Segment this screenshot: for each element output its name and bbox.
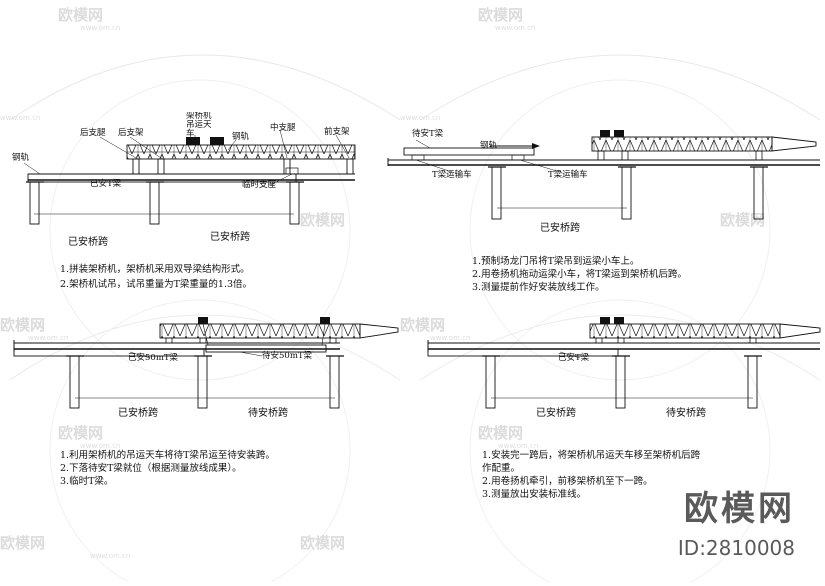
- note-line: 3.测量放出安装标准线。: [482, 488, 586, 500]
- label-span: 已安桥跨: [118, 406, 158, 419]
- label-installed-beam: 已安T梁: [558, 352, 590, 363]
- installed-beam: [427, 348, 619, 357]
- watermark-url: www.om.cn: [28, 334, 68, 342]
- note-line: 2.架桥机试吊，试吊重量为T梁重量的1.3倍。: [60, 278, 252, 290]
- panel-assemble-launcher: 钢轨 后支腿 后支架 架桥机吊运天车 钢轨 中支腿 前支架 已安T梁 临时支座 …: [12, 112, 356, 290]
- rear-frame: [157, 158, 165, 175]
- watermark-url: www.om.cn: [430, 334, 470, 342]
- note-line: 2.用卷扬机拖动运梁小车，将T梁运到架桥机后跨。: [472, 268, 687, 280]
- watermark-text: 欧模网: [478, 424, 523, 442]
- watermark-text: 欧模网: [400, 316, 445, 334]
- label-span: 已安桥跨: [210, 230, 250, 243]
- label-span: 已安桥跨: [536, 406, 576, 419]
- pending-beam: [205, 344, 327, 353]
- front-frame: [346, 158, 354, 175]
- watermark-url: www.om.cn: [80, 24, 120, 32]
- panel-transport-beam: 待安T梁 钢轨 T梁运输车 T梁运输车 已安桥跨 1.预制场龙门吊将T梁吊到运梁…: [387, 128, 820, 293]
- watermark-text: 欧模网: [58, 6, 103, 24]
- label-installed-beam: 已安T梁: [90, 178, 122, 189]
- label-rail: 钢轨: [12, 152, 30, 163]
- trolley: [186, 137, 200, 145]
- transport-car: [411, 154, 425, 161]
- label-mid-leg: 中支腿: [270, 122, 296, 133]
- note-line: 3.临时T梁。: [60, 475, 113, 487]
- watermark-text: 欧模网: [0, 534, 45, 552]
- brand-id: ID:2810008: [677, 536, 795, 560]
- launcher-truss: [589, 323, 781, 339]
- trolley: [210, 137, 224, 145]
- label-transport-car: T梁运输车: [548, 169, 588, 180]
- pending-beam: [403, 147, 535, 156]
- label-front-frame: 前支架: [324, 126, 350, 137]
- note-line: 1.预制场龙门吊将T梁吊到运梁小车上。: [472, 255, 639, 267]
- watermark-text: 欧模网: [478, 6, 523, 24]
- label-pending-beam: 待安T梁: [412, 128, 444, 139]
- launcher-truss: [591, 136, 773, 152]
- label-trolley-wrap: 架桥机吊运天车: [186, 112, 212, 139]
- panel-lift-beam: 已安50mT梁 待安50mT梁 已安桥跨 待安桥跨 1.利用架桥机的吊运天车将待…: [13, 317, 399, 487]
- label-pending-beam: 待安50mT梁: [262, 350, 313, 361]
- label-rear-leg: 后支腿: [80, 127, 106, 138]
- note-line: 1.利用架桥机的吊运天车将待T梁吊运至待安装跨。: [60, 449, 275, 461]
- label-steel-rail: 钢轨: [232, 131, 250, 142]
- pier: [149, 181, 160, 225]
- label-installed-beam: 已安50mT梁: [128, 352, 179, 363]
- pier: [289, 181, 300, 225]
- note-line: 作配重。: [482, 462, 520, 474]
- watermark-text: 欧模网: [58, 424, 103, 442]
- watermark-url: www.om.cn: [498, 442, 538, 450]
- note-line: 2.用卷扬机牵引，前移架桥机至下一跨。: [482, 475, 653, 487]
- transport-car: [511, 154, 525, 161]
- label-span: 已安桥跨: [68, 235, 108, 248]
- launcher-truss: [159, 323, 361, 339]
- watermark-layer: 欧模网 www.om.cn 欧模网 www.om.cn www.om.cn ww…: [0, 6, 821, 586]
- watermark-text: 欧模网: [300, 211, 345, 229]
- pier: [29, 181, 40, 225]
- label-trolley: 架桥机吊运天车: [186, 112, 212, 139]
- watermark-url: www.om.cn: [0, 114, 40, 122]
- watermark-text: 欧模网: [300, 534, 345, 552]
- watermark-url: www.om.cn: [400, 114, 440, 122]
- watermark-url: www.om.cn: [90, 552, 130, 560]
- watermark-url: www.om.cn: [495, 24, 535, 32]
- rear-leg: [132, 158, 140, 175]
- note-line: 1.安装完一跨后，将架桥机吊运天车移至架桥机后跨: [482, 449, 701, 461]
- mid-leg: [283, 158, 291, 175]
- panel-advance-launcher: 已安T梁 已安桥跨 待安桥跨 1.安装完一跨后，将架桥机吊运天车移至架桥机后跨 …: [427, 317, 821, 500]
- watermark-url: www.om.cn: [80, 442, 120, 450]
- label-temp-support: 临时支座: [242, 179, 277, 190]
- watermark-text: 欧模网: [720, 211, 765, 229]
- note-line: 1.拼装架桥机，架桥机采用双导梁结构形式。: [60, 263, 250, 275]
- label-rail: 钢轨: [480, 140, 498, 151]
- installed-beam: [13, 348, 205, 357]
- label-span: 待安桥跨: [666, 406, 706, 419]
- label-transport-car: T梁运输车: [432, 169, 472, 180]
- label-rear-frame: 后支架: [118, 127, 144, 138]
- brand-logo-text: 欧模网: [684, 489, 795, 529]
- note-line: 2.下落待安T梁就位（根据测量放线成果）。: [60, 462, 242, 474]
- label-span: 已安桥跨: [540, 221, 580, 234]
- note-line: 3.测量提前作好安装放线工作。: [472, 281, 605, 293]
- label-span: 待安桥跨: [248, 406, 288, 419]
- watermark-text: 欧模网: [0, 316, 45, 334]
